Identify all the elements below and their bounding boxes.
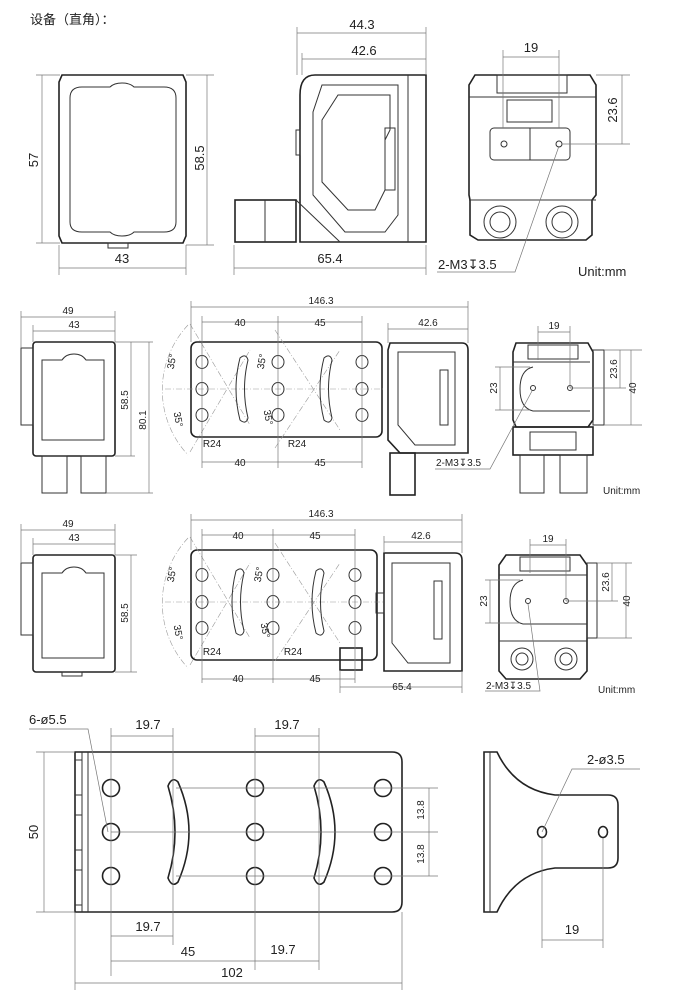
dim-back-h2: 40 — [622, 595, 633, 607]
dim-bottom-1: 19.7 — [135, 919, 160, 934]
thread-note: 2-M3↧3.5 — [438, 257, 497, 272]
alt-front-view — [20, 554, 116, 677]
dim-back-height: 23.6 — [605, 97, 620, 122]
radius-label-2: R24 — [284, 647, 303, 658]
dim-top-1: 19.7 — [135, 717, 160, 732]
dim-back-spacing: 19 — [524, 40, 538, 55]
angle-label: 35° — [261, 409, 274, 426]
device-side-view — [234, 74, 427, 243]
angle-label: 35° — [171, 624, 184, 641]
dim-width-outer: 49 — [62, 306, 74, 317]
thread-note: 2-M3↧3.5 — [486, 681, 532, 692]
dim-side-depth: 44.3 — [349, 17, 374, 32]
angle-label: 35° — [256, 353, 269, 370]
dim-back-h3: 23 — [489, 382, 500, 394]
dim-height: 58.5 — [120, 603, 131, 623]
dim-side-depth-inner: 42.6 — [351, 43, 376, 58]
side-hole-note: 2-ø3.5 — [587, 752, 625, 767]
dim-57 — [36, 74, 60, 244]
angle-label: 35° — [166, 353, 179, 370]
angle-label: 35° — [171, 411, 184, 428]
dim-row-2: 13.8 — [416, 844, 427, 864]
dim-height: 50 — [26, 825, 41, 839]
dim-bottom-2: 45 — [181, 944, 195, 959]
dim-top-2: 45 — [309, 531, 321, 542]
radius-label-2: R24 — [288, 439, 307, 450]
dim-side-spacing: 19 — [565, 922, 579, 937]
angle-label: 35° — [253, 566, 266, 583]
dim-back-h2: 40 — [628, 382, 639, 394]
radius-label-1: R24 — [203, 647, 222, 658]
dim-back-h1: 23.6 — [609, 359, 620, 379]
bracket-side-view — [483, 751, 619, 913]
dim-top-2: 45 — [314, 318, 326, 329]
thread-note: 2-M3↧3.5 — [436, 458, 482, 469]
angle-label: 35° — [166, 566, 179, 583]
dim-bottom-1: 40 — [234, 458, 246, 469]
dim-side-total: 65.4 — [317, 251, 342, 266]
device-back-view — [468, 74, 597, 241]
dim-length: 102 — [221, 965, 243, 980]
device-front-view — [58, 74, 187, 249]
dim-bottom-2: 45 — [314, 458, 326, 469]
dim-cam-depth: 42.6 — [418, 318, 438, 329]
unit-label: Unit:mm — [598, 685, 635, 696]
dim-back-spacing: 19 — [548, 321, 560, 332]
dim-width-outer: 49 — [62, 519, 74, 530]
dim-total-length: 146.3 — [308, 509, 333, 520]
dim-front-height: 57 — [26, 153, 41, 167]
dim-front-width: 43 — [115, 251, 129, 266]
mounted-top-view — [161, 323, 469, 496]
bracket-plan-view — [74, 751, 438, 913]
dim-height-total: 80.1 — [138, 410, 149, 430]
dim-top-1: 40 — [234, 318, 246, 329]
alt-back-view — [498, 554, 598, 680]
mounted-back-view — [512, 342, 605, 494]
dim-top-2: 19.7 — [274, 717, 299, 732]
dim-side-total: 65.4 — [392, 682, 412, 693]
radius-label-1: R24 — [203, 439, 222, 450]
angle-label: 35° — [258, 622, 271, 639]
dim-bottom-3: 19.7 — [270, 942, 295, 957]
dim-row-1: 13.8 — [416, 800, 427, 820]
dim-height: 58.5 — [120, 390, 131, 410]
dim-back-h1: 23.6 — [601, 572, 612, 592]
dim-width: 43 — [68, 320, 80, 331]
unit-label: Unit:mm — [603, 486, 640, 497]
alt-top-view — [161, 536, 463, 672]
dim-bottom-1: 40 — [232, 674, 244, 685]
dim-back-spacing: 19 — [542, 534, 554, 545]
hole-note: 6-ø5.5 — [29, 712, 67, 727]
dim-bottom-2: 45 — [309, 674, 321, 685]
dim-top-1: 40 — [232, 531, 244, 542]
dim-back-h3: 23 — [479, 595, 490, 607]
dim-total-length: 146.3 — [308, 296, 333, 307]
dim-front-height-outer: 58.5 — [192, 145, 207, 170]
unit-label: Unit:mm — [578, 264, 626, 279]
dim-width: 43 — [68, 533, 80, 544]
dim-cam-depth: 42.6 — [411, 531, 431, 542]
page-title: 设备（直角）： — [30, 12, 115, 28]
mounted-front-view — [20, 341, 116, 494]
